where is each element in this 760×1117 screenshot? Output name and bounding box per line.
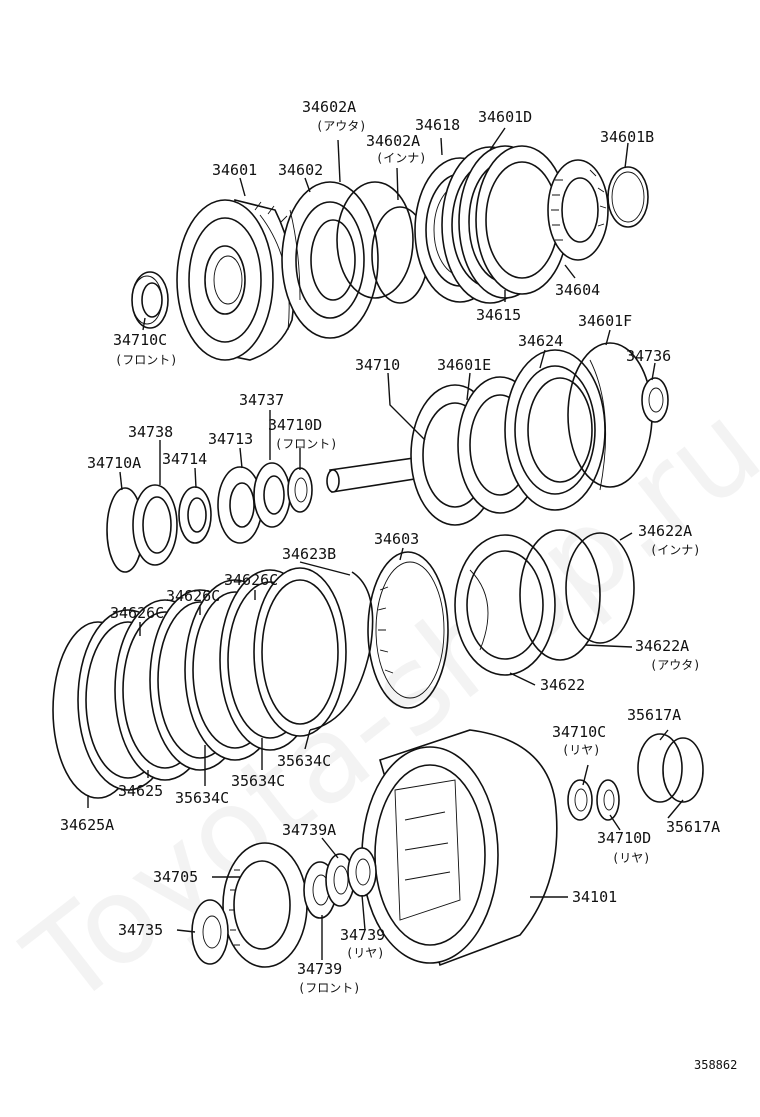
label-34602a-outer: 34602A	[302, 98, 356, 116]
label-35634c-c: 35634C	[175, 789, 229, 807]
note-34710c-front: (フロント)	[115, 353, 177, 367]
race-34738	[132, 484, 178, 566]
label-34710a: 34710A	[87, 454, 141, 472]
oring-34622a-inner	[565, 532, 635, 644]
gear-34737	[253, 462, 291, 528]
label-34601f: 34601F	[578, 312, 632, 330]
label-34736: 34736	[626, 347, 671, 365]
label-34714: 34714	[162, 450, 207, 468]
clutch-pack	[52, 567, 347, 799]
note-34622a-inner: (インナ)	[650, 543, 700, 557]
label-34710d-rear: 34710D	[597, 829, 651, 847]
label-34601e: 34601E	[437, 356, 491, 374]
label-34737: 34737	[239, 391, 284, 409]
label-34739a: 34739A	[282, 821, 336, 839]
label-35617a-b: 35617A	[666, 818, 720, 836]
oring-34602a-outer	[336, 181, 414, 299]
piston-34602	[281, 181, 379, 339]
drum-34601	[176, 198, 295, 361]
label-35634c-a: 35634C	[277, 752, 331, 770]
bearing-34710d-rear	[596, 779, 620, 821]
label-34603: 34603	[374, 530, 419, 548]
label-34622a-inner: 34622A	[638, 522, 692, 540]
label-34601b: 34601B	[600, 128, 654, 146]
label-34624: 34624	[518, 332, 563, 350]
label-34710c-rear: 34710C	[552, 723, 606, 741]
oring-34622a-outer	[519, 529, 601, 661]
label-34738: 34738	[128, 423, 173, 441]
diagram-number: 358862	[694, 1058, 737, 1072]
gear-34705	[222, 842, 308, 968]
leader-lines	[87, 127, 684, 960]
note-34710d-front: (フロント)	[275, 437, 337, 451]
label-34739-rear: 34739	[340, 926, 385, 944]
label-34622a-outer: 34622A	[635, 637, 689, 655]
label-34626c-c: 34626C	[110, 604, 164, 622]
label-35634c-b: 35634C	[231, 772, 285, 790]
label-34710c-front: 34710C	[113, 331, 167, 349]
label-34739-front: 34739	[297, 960, 342, 978]
part-labels: 34602A (アウタ) 34618 34601D 34602A (インナ) 3…	[60, 98, 737, 1072]
label-34710: 34710	[355, 356, 400, 374]
label-34618: 34618	[415, 116, 460, 134]
label-34623b: 34623B	[282, 545, 336, 563]
retainer-34603	[367, 551, 449, 709]
label-34705: 34705	[153, 868, 198, 886]
snap-ring-34601b	[607, 166, 649, 228]
label-34735: 34735	[118, 921, 163, 939]
seal-34710c-rear	[567, 779, 593, 821]
label-35617a-a: 35617A	[627, 706, 681, 724]
label-34602: 34602	[278, 161, 323, 179]
label-34713: 34713	[208, 430, 253, 448]
note-34710c-rear: (リヤ)	[562, 743, 600, 757]
seal-34710c-front	[131, 271, 169, 329]
note-34739-front: (フロント)	[298, 981, 360, 995]
note-34622a-outer: (アウタ)	[650, 658, 700, 672]
label-34626c-a: 34626C	[224, 571, 278, 589]
label-34622: 34622	[540, 676, 585, 694]
sun-gear-34713	[217, 466, 263, 544]
note-34739-rear: (リヤ)	[346, 946, 384, 960]
label-34625a: 34625A	[60, 816, 114, 834]
label-34101: 34101	[572, 888, 617, 906]
bearing-34604	[547, 159, 609, 261]
label-34710d-front: 34710D	[268, 416, 322, 434]
seal-ring-35617a	[637, 733, 704, 803]
note-34602a-inner: (インナ)	[376, 151, 426, 165]
label-34626c-b: 34626C	[166, 587, 220, 605]
case-34101	[361, 729, 558, 967]
label-34602a-inner: 34602A	[366, 132, 420, 150]
note-34602a-outer: (アウタ)	[316, 119, 366, 133]
label-34625: 34625	[118, 782, 163, 800]
label-34615: 34615	[476, 306, 521, 324]
label-34601d: 34601D	[478, 108, 532, 126]
drum-34624	[504, 349, 607, 511]
note-34710d-rear: (リヤ)	[612, 851, 650, 865]
label-34601: 34601	[212, 161, 257, 179]
washer-34736	[641, 377, 669, 423]
label-34604: 34604	[555, 281, 600, 299]
bearing-34739-rear	[347, 847, 377, 897]
bearing-34710d-front	[287, 467, 313, 513]
bearing-34714	[178, 486, 212, 544]
piston-34622	[454, 534, 556, 676]
washer-34735	[191, 899, 229, 965]
